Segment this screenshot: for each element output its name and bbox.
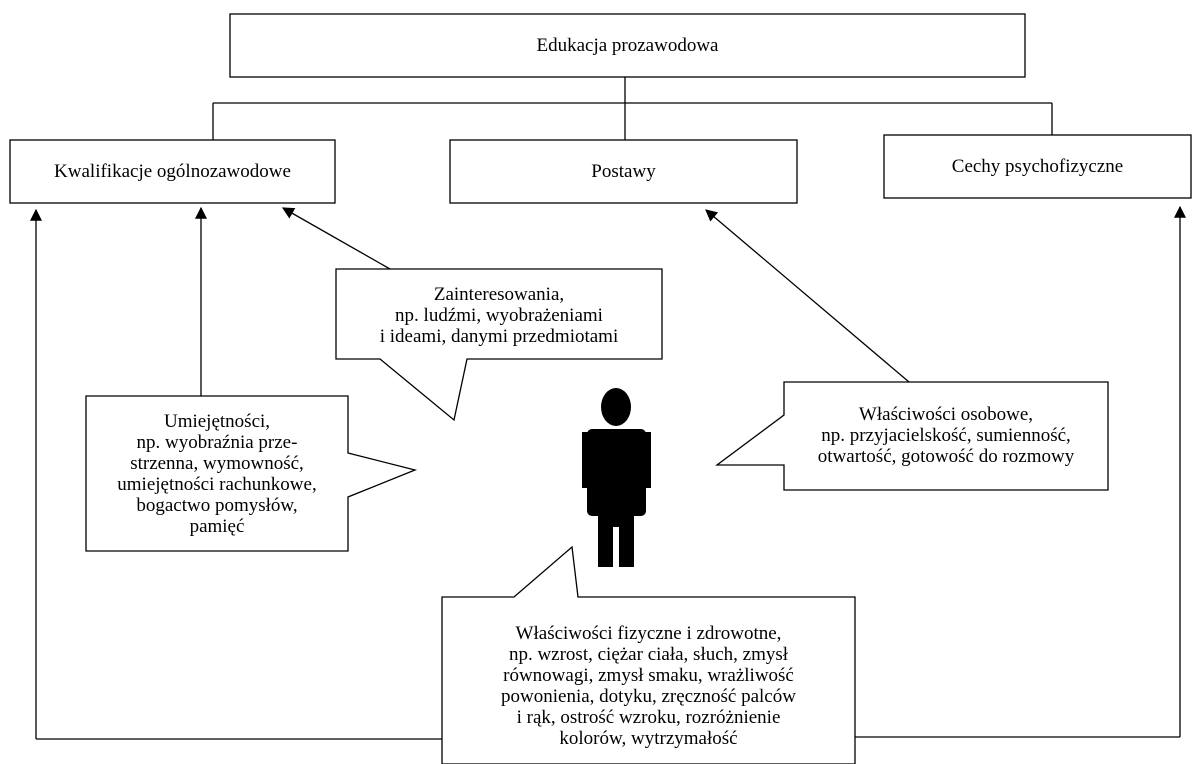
callout-line: bogactwo pomysłów, (136, 495, 298, 516)
callout-frame-skills (85, 395, 418, 552)
callout-line: Właściwości fizyczne i zdrowotne, (515, 623, 782, 644)
callout-line: i rąk, ostrość wzroku, rozróżnienie (516, 707, 781, 728)
category-box-middle: Postawy (450, 140, 797, 203)
callout-line: strzenna, wymowność, (130, 453, 304, 474)
callout-line: równowagi, zmysł smaku, wrażliwość (503, 665, 794, 686)
callout-line: np. wyobraźnia prze- (136, 432, 298, 453)
category-box-frame-left (9, 139, 336, 204)
arrow-interests (281, 207, 391, 270)
person-silhouette-icon (587, 388, 646, 567)
callout-line: np. przyjacielskość, sumienność, (821, 424, 1071, 446)
bottom-connector (36, 736, 1180, 740)
callout-line: kolorów, wytrzymałość (559, 728, 738, 749)
callout-personality: Właściwości osobowe, np. przyjacielskość… (784, 400, 1108, 470)
category-box-frame-right (883, 134, 1192, 199)
callout-line: Umiejętności, (163, 411, 271, 432)
callout-frame-physical (441, 545, 856, 764)
callout-line: powonienia, dotyku, zręczność palców (501, 686, 796, 707)
category-box-right: Cechy psychofizyczne (884, 135, 1191, 198)
callout-line: otwartość, gotowość do rozmowy (817, 445, 1075, 467)
callout-line: umiejętności rachunkowe, (117, 474, 317, 495)
callout-line: np. wzrost, ciężar ciała, słuch, zmysł (508, 644, 789, 665)
callout-physical: Właściwości fizyczne i zdrowotne, np. wz… (442, 622, 855, 750)
tree-connector (212, 77, 1053, 140)
callout-line: pamięć (189, 516, 245, 537)
callout-line: Właściwości osobowe, (858, 403, 1034, 425)
category-label-right: Cechy psychofizyczne (951, 156, 1124, 177)
arrow-personality (705, 209, 910, 383)
title-box: Edukacja prozawodowa (230, 14, 1025, 77)
title-label: Edukacja prozawodowa (536, 35, 719, 56)
title-box-frame (229, 13, 1026, 78)
category-box-left: Kwalifikacje ogólnozawodowe (10, 140, 335, 203)
callout-frame-interests (335, 268, 663, 422)
callout-line: i ideami, danymi przedmiotami (379, 325, 619, 347)
callout-frame-personality (715, 381, 1109, 491)
callout-skills: Umiejętności, np. wyobraźnia prze- strze… (86, 406, 348, 542)
callout-line: np. ludźmi, wyobrażeniami (395, 304, 603, 326)
callout-interests: Zainteresowania, np. ludźmi, wyobrażenia… (336, 282, 662, 348)
category-label-middle: Postawy (591, 161, 656, 182)
category-box-frame-middle (449, 139, 798, 204)
category-label-left: Kwalifikacje ogólnozawodowe (54, 161, 291, 182)
callout-line: Zainteresowania, (433, 283, 565, 305)
